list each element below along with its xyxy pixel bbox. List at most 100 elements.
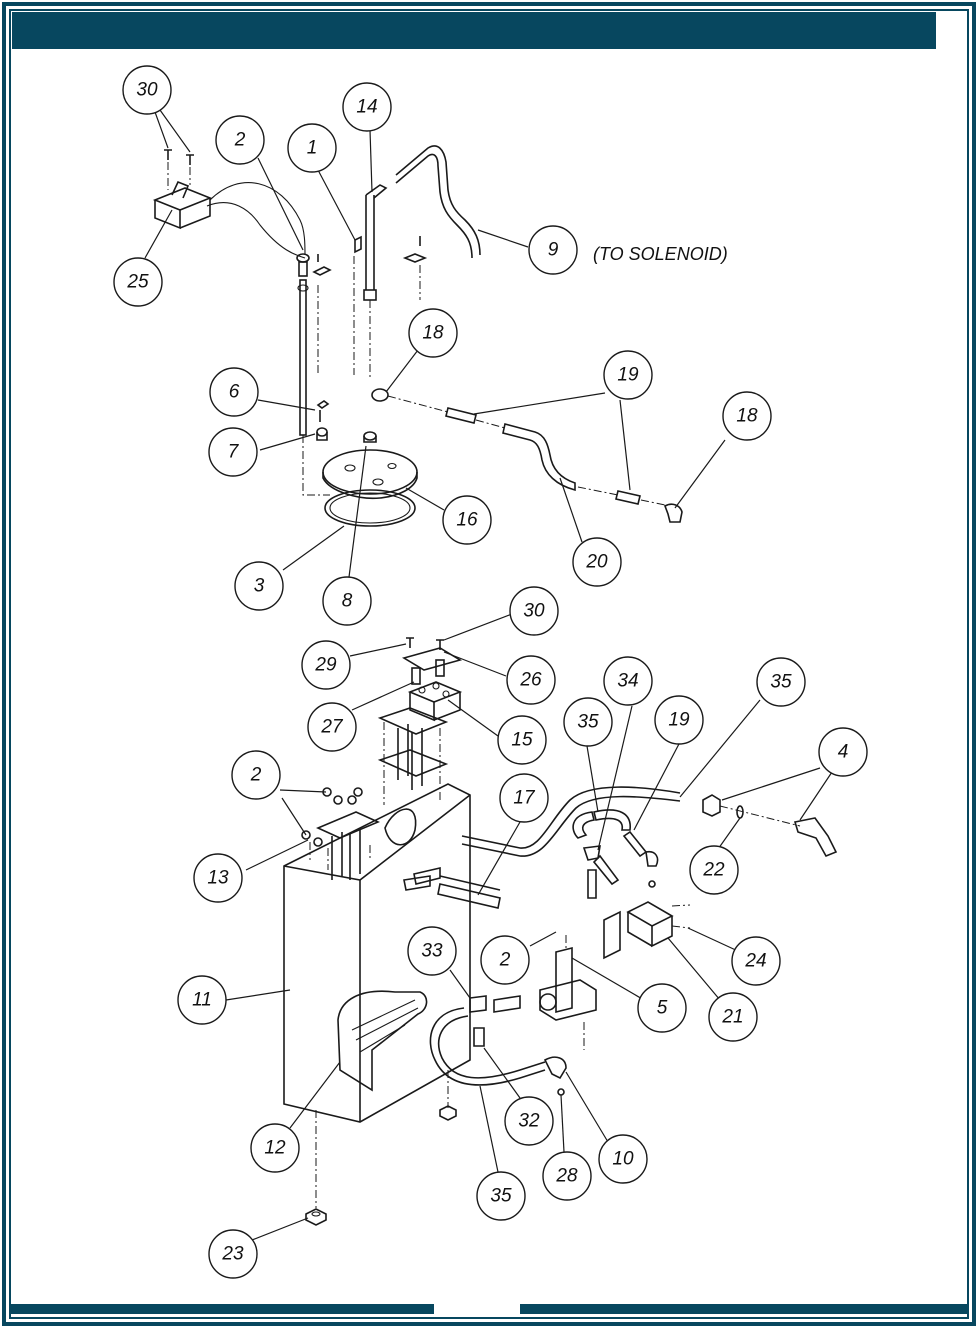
callout-1: 1 [287,123,337,173]
callout-27: 27 [307,702,357,752]
callout-label: 8 [342,591,353,612]
tube-9 [395,145,481,259]
callout-label: 16 [456,510,478,531]
callout-19: 19 [603,350,653,400]
faucet-4 [702,794,838,858]
valve-block-15 [407,681,463,722]
footer-bar-left [10,1304,434,1314]
screws-29-30 [401,637,463,685]
clips-upper [312,235,362,375]
callout-26: 26 [506,655,556,705]
callout-10: 10 [598,1134,648,1184]
callout-4: 4 [818,727,868,777]
callout-label: 9 [548,240,559,261]
callout-label: 35 [577,712,599,733]
callout-label: 18 [422,323,444,344]
callout-35: 35 [756,657,806,707]
clip-right [402,236,428,300]
header-bar [12,12,936,49]
callout-label: 23 [221,1244,244,1265]
callout-12: 12 [250,1123,300,1173]
solenoid-5 [469,935,597,1050]
element-12 [337,990,428,1092]
callout-23: 23 [208,1229,258,1279]
callout-label: 2 [250,765,262,786]
callout-label: 30 [523,601,545,622]
callout-label: 10 [612,1149,634,1170]
callout-label: 29 [314,655,337,676]
hoses-19-20-18 [387,395,683,523]
nut-23 [305,1110,327,1226]
hose-35-lower [429,1007,567,1121]
callout-3: 3 [234,561,284,611]
parts-6-7-8 [316,400,377,443]
gasket-3 [324,489,416,527]
callout-18: 18 [722,391,772,441]
tube-17 [403,786,681,909]
fittings-34-35-19 [572,809,659,899]
callout-35: 35 [563,697,613,747]
callout-label: 32 [518,1111,540,1132]
thermostat-25 [152,180,306,259]
callout-9: 9 [528,225,578,275]
callout-label: 3 [254,576,265,597]
callout-label: 35 [770,672,792,693]
callout-2: 2 [480,935,530,985]
callout-label: 17 [513,788,536,809]
callout-label: 28 [555,1166,578,1187]
callout-21: 21 [708,992,758,1042]
callout-label: 18 [736,406,758,427]
callout-label: 35 [490,1186,512,1207]
callout-29: 29 [301,640,351,690]
lid-16 [322,449,418,500]
callout-label: 4 [838,742,849,763]
callout-13: 13 [193,853,243,903]
callout-label: 22 [702,860,725,881]
callout-18: 18 [408,308,458,358]
callout-34: 34 [603,656,653,706]
callout-17: 17 [499,773,549,823]
footer-bar-right [520,1304,968,1314]
callout-22: 22 [689,845,739,895]
callout-label: 21 [721,1007,743,1028]
inner-border [9,9,969,1319]
callout-2: 2 [215,115,265,165]
callout-label: 13 [207,868,229,889]
callout-label: 30 [136,80,158,101]
callout-14: 14 [342,82,392,132]
callout-2: 2 [231,750,281,800]
callout-33: 33 [407,926,457,976]
callout-label: 2 [499,950,511,971]
screws-30-top [164,149,194,190]
valve-21 [603,901,691,960]
callout-label: 14 [356,97,377,118]
callout-6: 6 [209,367,259,417]
probe-2 [296,253,330,496]
callout-label: 34 [617,671,638,692]
callout-30: 30 [122,65,172,115]
callout-label: 24 [744,951,766,972]
callout-11: 11 [177,975,227,1025]
callout-label: 27 [320,717,344,738]
callout-32: 32 [504,1096,554,1146]
callout-label: 19 [617,365,639,386]
callout-20: 20 [572,537,622,587]
callout-7: 7 [208,427,258,477]
callout-19: 19 [654,695,704,745]
callout-label: 19 [668,710,690,731]
callout-8: 8 [322,576,372,626]
callout-28: 28 [542,1151,592,1201]
to-solenoid-note: (TO SOLENOID) [593,244,728,264]
callout-35: 35 [476,1171,526,1221]
tank-11 [283,783,471,1123]
callout-label: 20 [585,552,608,573]
nuts-2-13 [301,787,371,870]
callout-30: 30 [509,586,559,636]
callout-label: 5 [657,998,668,1019]
callout-label: 25 [126,272,149,293]
callout-16: 16 [442,495,492,545]
callout-label: 2 [234,130,246,151]
callout-label: 1 [307,138,318,159]
